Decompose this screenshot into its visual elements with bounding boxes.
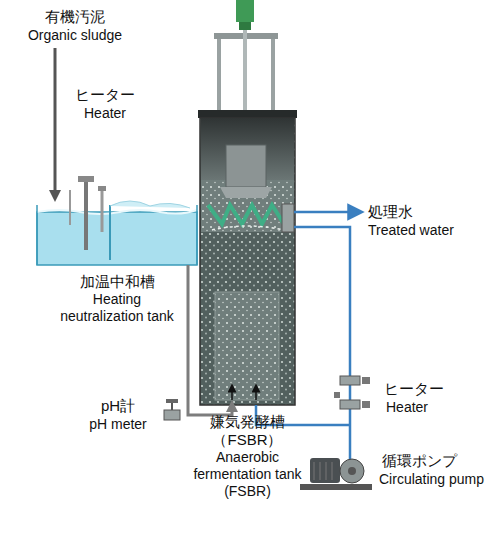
reactor-node: 嫌気発酵槽 （FSBR）Anaerobic fermentation tank … [200, 118, 295, 405]
heater-valves [334, 376, 370, 409]
pump-label: Circulating pump [379, 471, 484, 488]
output-label: 処理水 [368, 203, 413, 221]
pump-drawing [300, 458, 372, 490]
reactor-drawing [198, 0, 297, 405]
node-caption: 嫌気発酵槽 （FSBR）Anaerobic fermentation tank … [188, 413, 308, 499]
output-label: Treated water [368, 222, 454, 239]
node-subtitle: Anaerobic fermentation tank (FSBR) [188, 449, 308, 499]
sludge-arrow [54, 48, 57, 196]
tank-drawing [37, 176, 197, 265]
tank-node: 加温中和槽Heating neutralization tank [37, 205, 197, 265]
input-label: Organic sludge [28, 27, 122, 44]
instrument-label: pH meter [89, 416, 147, 433]
heater-label: ヒーター [384, 380, 444, 398]
heater-label: Heater [84, 105, 126, 122]
heater-label: Heater [386, 399, 428, 416]
input-label: 有機汚泥 [45, 8, 105, 26]
node-title: 嫌気発酵槽 （FSBR） [200, 413, 295, 449]
node-subtitle: Heating neutralization tank [52, 291, 182, 325]
node-title: 加温中和槽 [70, 273, 165, 291]
feed-pipe [188, 265, 232, 415]
instrument-label: pH計 [101, 397, 135, 415]
pump-label: 循環ポンプ [382, 452, 457, 470]
ph-meter-valve [164, 399, 180, 420]
heater-label: ヒーター [75, 86, 135, 104]
node-caption: 加温中和槽Heating neutralization tank [52, 273, 182, 325]
